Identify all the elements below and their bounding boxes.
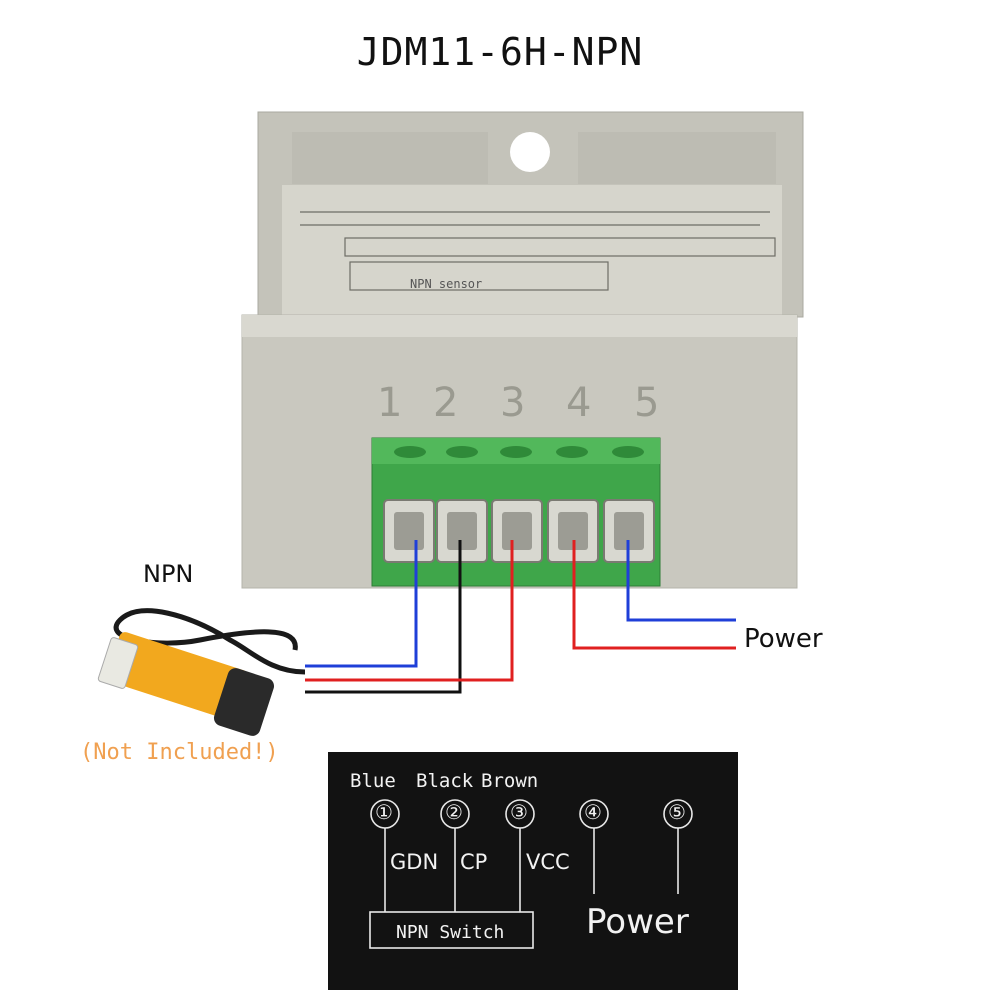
legend-signal-vcc: VCC [526,850,570,874]
legend-wire-black: Black [416,770,474,792]
legend-lines [369,799,693,949]
sensor-cable [113,608,306,675]
wire-red-sensor [305,540,514,682]
legend-terminal-2: ② [445,800,463,824]
terminal-number-2: 2 [433,380,459,426]
legend-switch-label: NPN Switch [396,922,505,943]
wire-black-sensor [305,540,462,694]
terminal-number-3: 3 [500,380,526,426]
sensor-label: NPN sensor [410,277,482,291]
wiring-legend: Blue Black Brown ① ② ③ ④ ⑤ GDN CP VCC NP… [328,752,738,990]
legend-power-label: Power [586,902,689,942]
terminal-number-4: 4 [566,380,592,426]
label-panel [282,185,782,335]
npn-label: NPN [143,560,194,588]
legend-wire-brown: Brown [481,770,539,792]
page-title: JDM11-6H-NPN [356,30,644,74]
power-label: Power [744,624,823,654]
npn-sensor [97,632,275,736]
terminal-number-5: 5 [634,380,660,426]
legend-terminal-5: ⑤ [668,800,686,824]
legend-terminal-1: ① [375,800,393,824]
wire-blue-sensor [305,540,418,668]
legend-wire-blue: Blue [350,770,396,792]
device-illustration: NPN sensor [97,111,804,736]
wire-red-power [572,540,736,650]
legend-signal-cp: CP [460,850,488,874]
legend-signal-gdn: GDN [390,850,439,874]
terminal-number-1: 1 [377,380,403,426]
not-included-note: (Not Included!) [80,740,279,765]
mounting-hole [510,132,550,172]
legend-terminal-4: ④ [584,800,602,824]
legend-terminal-3: ③ [510,800,528,824]
wire-blue-power [626,540,736,622]
